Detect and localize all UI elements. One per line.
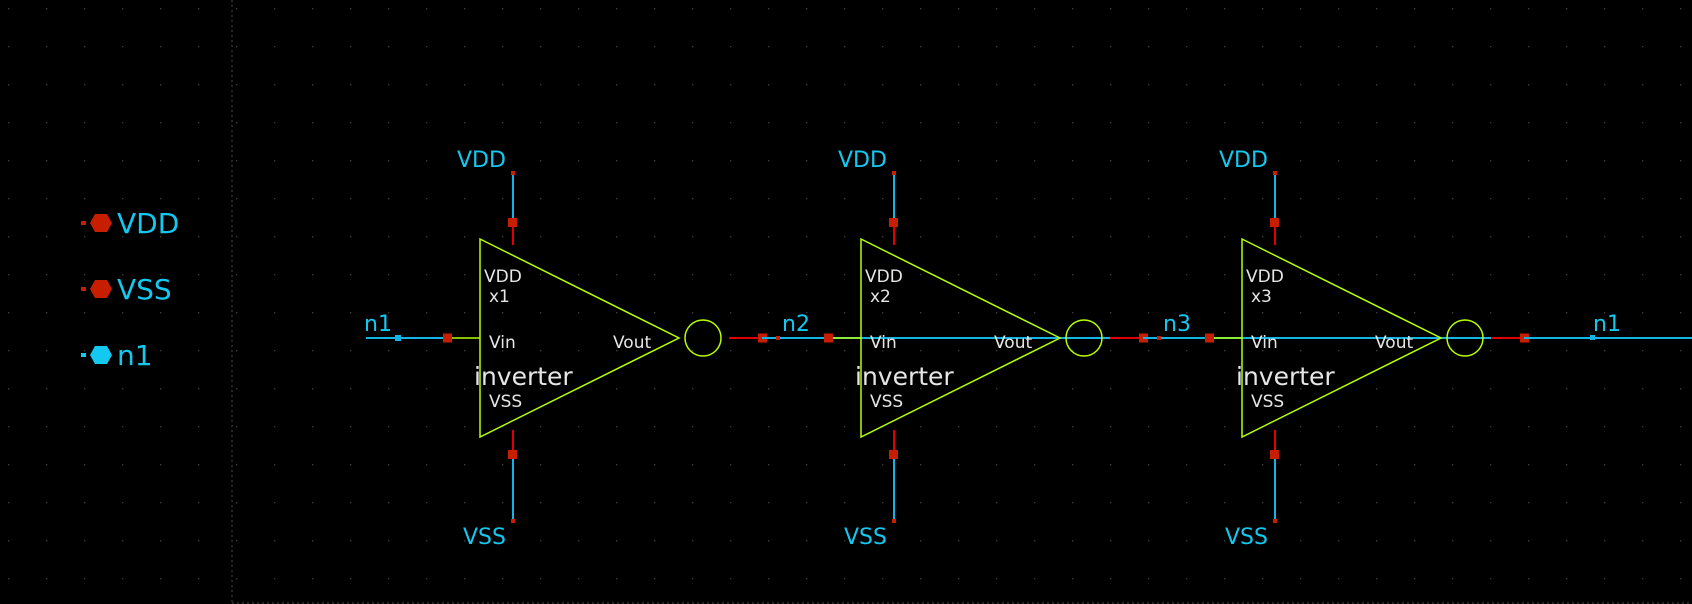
input-wire-end xyxy=(395,335,401,341)
vin-pin-marker xyxy=(824,333,833,343)
vdd-wire-end xyxy=(1273,171,1277,175)
vin-pin-label: Vin xyxy=(489,333,516,353)
pin-stub xyxy=(81,353,86,357)
inverter-triangle[interactable] xyxy=(1241,237,1443,439)
pin-list-item[interactable]: VSS xyxy=(81,273,172,306)
vdd-pin-label: VDD xyxy=(865,267,903,287)
vdd-pin-label: VDD xyxy=(1246,267,1284,287)
junction-dot xyxy=(776,336,780,340)
vin-pin-marker xyxy=(1205,333,1214,343)
pin-name: n1 xyxy=(117,339,153,372)
inversion-bubble xyxy=(684,319,722,357)
cell-name: inverter xyxy=(1236,362,1335,391)
pin-list-item[interactable]: VDD xyxy=(81,207,179,240)
vin-pin-marker xyxy=(443,333,452,343)
instance-name: x3 xyxy=(1251,287,1272,307)
vss-pin-label: VSS xyxy=(489,392,522,412)
junction-dot xyxy=(1157,336,1161,340)
signal-pin-icon xyxy=(90,346,112,364)
vdd-pin-marker xyxy=(508,218,517,227)
vout-pin-label: Vout xyxy=(994,333,1032,353)
vss-pin-marker xyxy=(1270,450,1279,459)
inversion-bubble xyxy=(1065,319,1103,357)
power-pin-icon xyxy=(90,214,112,232)
grid-dot-pattern xyxy=(7,8,1682,580)
vss-pin-label: VSS xyxy=(870,392,903,412)
vdd-wire-end xyxy=(892,171,896,175)
cell-name: inverter xyxy=(855,362,954,391)
output-net-label: n3 xyxy=(1163,312,1191,337)
inverter-triangle[interactable] xyxy=(860,237,1062,439)
power-pin-icon xyxy=(90,280,112,298)
vin-pin-label: Vin xyxy=(1251,333,1278,353)
vss-wire-end xyxy=(1273,519,1277,523)
vss-wire-end xyxy=(511,519,515,523)
pin-list-item[interactable]: n1 xyxy=(81,339,153,372)
instance-name: x2 xyxy=(870,287,891,307)
vss-net-label: VSS xyxy=(844,525,887,550)
vss-pin-marker xyxy=(508,450,517,459)
vin-pin-label: Vin xyxy=(870,333,897,353)
inverter-triangle[interactable] xyxy=(479,237,681,439)
inversion-bubble xyxy=(1446,319,1484,357)
vss-pin-marker xyxy=(889,450,898,459)
vout-pin-label: Vout xyxy=(1375,333,1413,353)
vss-pin-label: VSS xyxy=(1251,392,1284,412)
vdd-pin-label: VDD xyxy=(484,267,522,287)
pin-list: VDD VSS n1 xyxy=(81,207,179,372)
vdd-net-label: VDD xyxy=(457,148,506,173)
vdd-net-label: VDD xyxy=(1219,148,1268,173)
pin-name: VSS xyxy=(117,273,172,306)
pin-stub xyxy=(81,287,86,291)
vdd-pin-marker xyxy=(889,218,898,227)
instance-name: x1 xyxy=(489,287,510,307)
pin-name: VDD xyxy=(117,207,179,240)
input-net-label: n1 xyxy=(364,312,392,337)
vss-wire-end xyxy=(892,519,896,523)
output-wire-end xyxy=(1590,335,1595,340)
vdd-pin-marker xyxy=(1270,218,1279,227)
vdd-net-label: VDD xyxy=(838,148,887,173)
pin-stub xyxy=(81,221,86,225)
grid-dots xyxy=(7,8,1682,580)
vss-net-label: VSS xyxy=(1225,525,1268,550)
output-net-label: n2 xyxy=(782,312,810,337)
vss-net-label: VSS xyxy=(463,525,506,550)
cell-name: inverter xyxy=(474,362,573,391)
vdd-wire-end xyxy=(511,171,515,175)
output-net-label: n1 xyxy=(1593,312,1621,337)
vout-pin-label: Vout xyxy=(613,333,651,353)
